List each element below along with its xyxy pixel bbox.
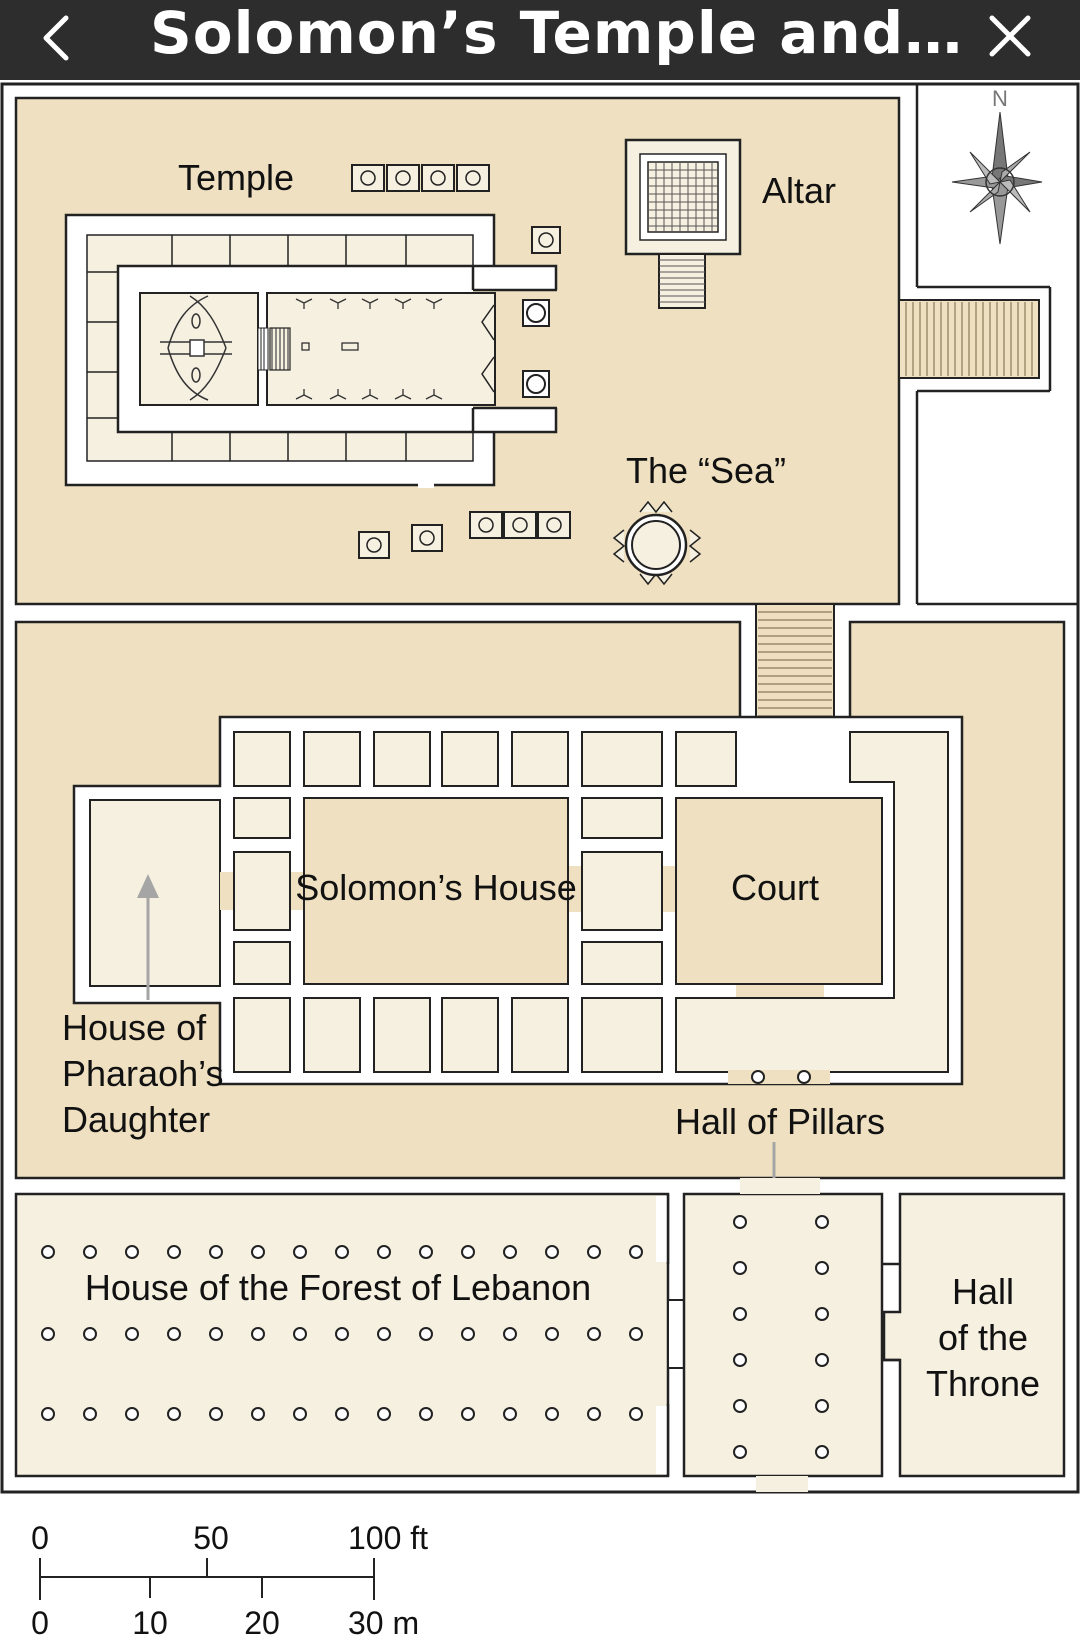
- label-temple: Temple: [178, 157, 294, 198]
- label-pharaoh-3: Daughter: [62, 1099, 210, 1140]
- east-corridor: [675, 731, 949, 1073]
- column-row: [733, 1215, 747, 1459]
- label-throne-3: Throne: [926, 1363, 1040, 1404]
- scale-bar: 0 50 100 ft 0 10 20 30 m: [31, 1520, 428, 1637]
- label-forest-lebanon: House of the Forest of Lebanon: [85, 1267, 591, 1308]
- column-row: [41, 1407, 643, 1421]
- label-sea: The “Sea”: [626, 450, 786, 491]
- label-throne-1: Hall: [952, 1271, 1014, 1312]
- close-icon[interactable]: [980, 10, 1040, 70]
- compass-rose-icon: N: [951, 86, 1043, 245]
- room-court: [675, 797, 883, 985]
- scale-m-30: 30 m: [348, 1605, 419, 1637]
- floor-plan: N Temple Altar The “Sea”: [0, 82, 1080, 1494]
- altar: [624, 138, 742, 309]
- scale-m-20: 20: [244, 1605, 280, 1637]
- chevron-left-icon[interactable]: [38, 10, 98, 70]
- scale-ft-0: 0: [31, 1520, 49, 1556]
- scale-m-0: 0: [31, 1605, 49, 1637]
- scale-m-10: 10: [132, 1605, 168, 1637]
- page-title: Solomon’s Temple and…: [150, 0, 964, 67]
- arrow-pointer: [137, 874, 159, 1000]
- label-pharaoh-1: House of: [62, 1007, 207, 1048]
- cherubim: [160, 295, 232, 401]
- label-hall-of-pillars: Hall of Pillars: [675, 1101, 885, 1142]
- bronze-stands-north: [351, 164, 561, 254]
- palace-rooms: [233, 731, 737, 1073]
- label-solomons-house: Solomon’s House: [295, 867, 577, 908]
- scale-ft-100: 100 ft: [348, 1520, 428, 1556]
- column-row: [41, 1327, 643, 1341]
- lampstands: [295, 298, 443, 400]
- label-pharaoh-2: Pharaoh’s: [62, 1053, 223, 1094]
- scale-ft-50: 50: [193, 1520, 229, 1556]
- compass-north-label: N: [992, 86, 1008, 111]
- doorway: [667, 1299, 685, 1369]
- top-bar: Solomon’s Temple and…: [0, 0, 1080, 80]
- bronze-sea: [612, 500, 702, 586]
- bronze-stands-south: [358, 511, 571, 559]
- temple-building: [64, 213, 559, 488]
- column-row: [815, 1215, 829, 1459]
- hall-of-pillars: [682, 1192, 884, 1478]
- label-throne-2: of the: [938, 1317, 1028, 1358]
- label-altar: Altar: [762, 170, 836, 211]
- room-solomons-house: [303, 797, 569, 985]
- column-row: [41, 1245, 643, 1259]
- label-court: Court: [731, 867, 819, 908]
